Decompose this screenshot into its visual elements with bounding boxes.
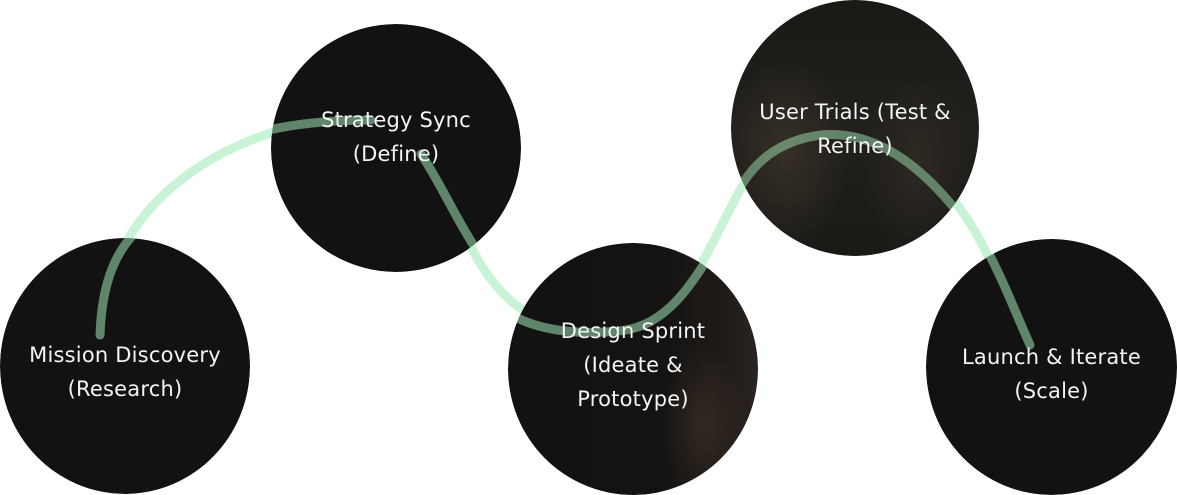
node-design-sprint: Design Sprint (Ideate & Prototype) <box>508 243 758 495</box>
node-label: User Trials (Test & Refine) <box>740 95 970 163</box>
node-label-line: Launch & Iterate <box>962 344 1141 369</box>
node-mission-discovery: Mission Discovery (Research) <box>0 238 250 494</box>
node-label-line: Design Sprint <box>560 318 706 343</box>
node-launch-iterate: Launch & Iterate (Scale) <box>926 239 1177 495</box>
node-background <box>731 0 979 256</box>
node-label-line: (Ideate & <box>583 352 683 377</box>
connector-inside-node <box>95 238 137 340</box>
node-background <box>508 243 758 495</box>
node-label-line: (Define) <box>352 142 440 166</box>
node-background <box>926 239 1177 495</box>
node-label: Strategy Sync (Define) <box>291 103 501 171</box>
node-background <box>271 24 521 272</box>
connector-inside-node <box>508 243 723 337</box>
connector-inside-node <box>731 129 976 235</box>
node-label: Launch & Iterate (Scale) <box>942 340 1162 408</box>
node-user-trials: User Trials (Test & Refine) <box>731 0 979 256</box>
node-label: Mission Discovery (Research) <box>10 338 240 406</box>
node-label: Design Sprint (Ideate & Prototype) <box>533 314 733 416</box>
node-label-line: (Scale) <box>1014 378 1089 403</box>
connector-inside-node <box>271 115 481 254</box>
node-label-line: (Research) <box>67 377 183 401</box>
node-label-line: Prototype) <box>577 386 689 411</box>
node-strategy-sync: Strategy Sync (Define) <box>271 24 521 272</box>
node-label-line: Mission Discovery <box>29 343 221 367</box>
node-background <box>0 238 250 494</box>
node-label-line: Strategy Sync <box>321 108 471 132</box>
node-label-line: User Trials (Test & <box>759 100 951 124</box>
connector-inside-node <box>976 239 1035 350</box>
node-label-line: Refine) <box>817 134 893 158</box>
